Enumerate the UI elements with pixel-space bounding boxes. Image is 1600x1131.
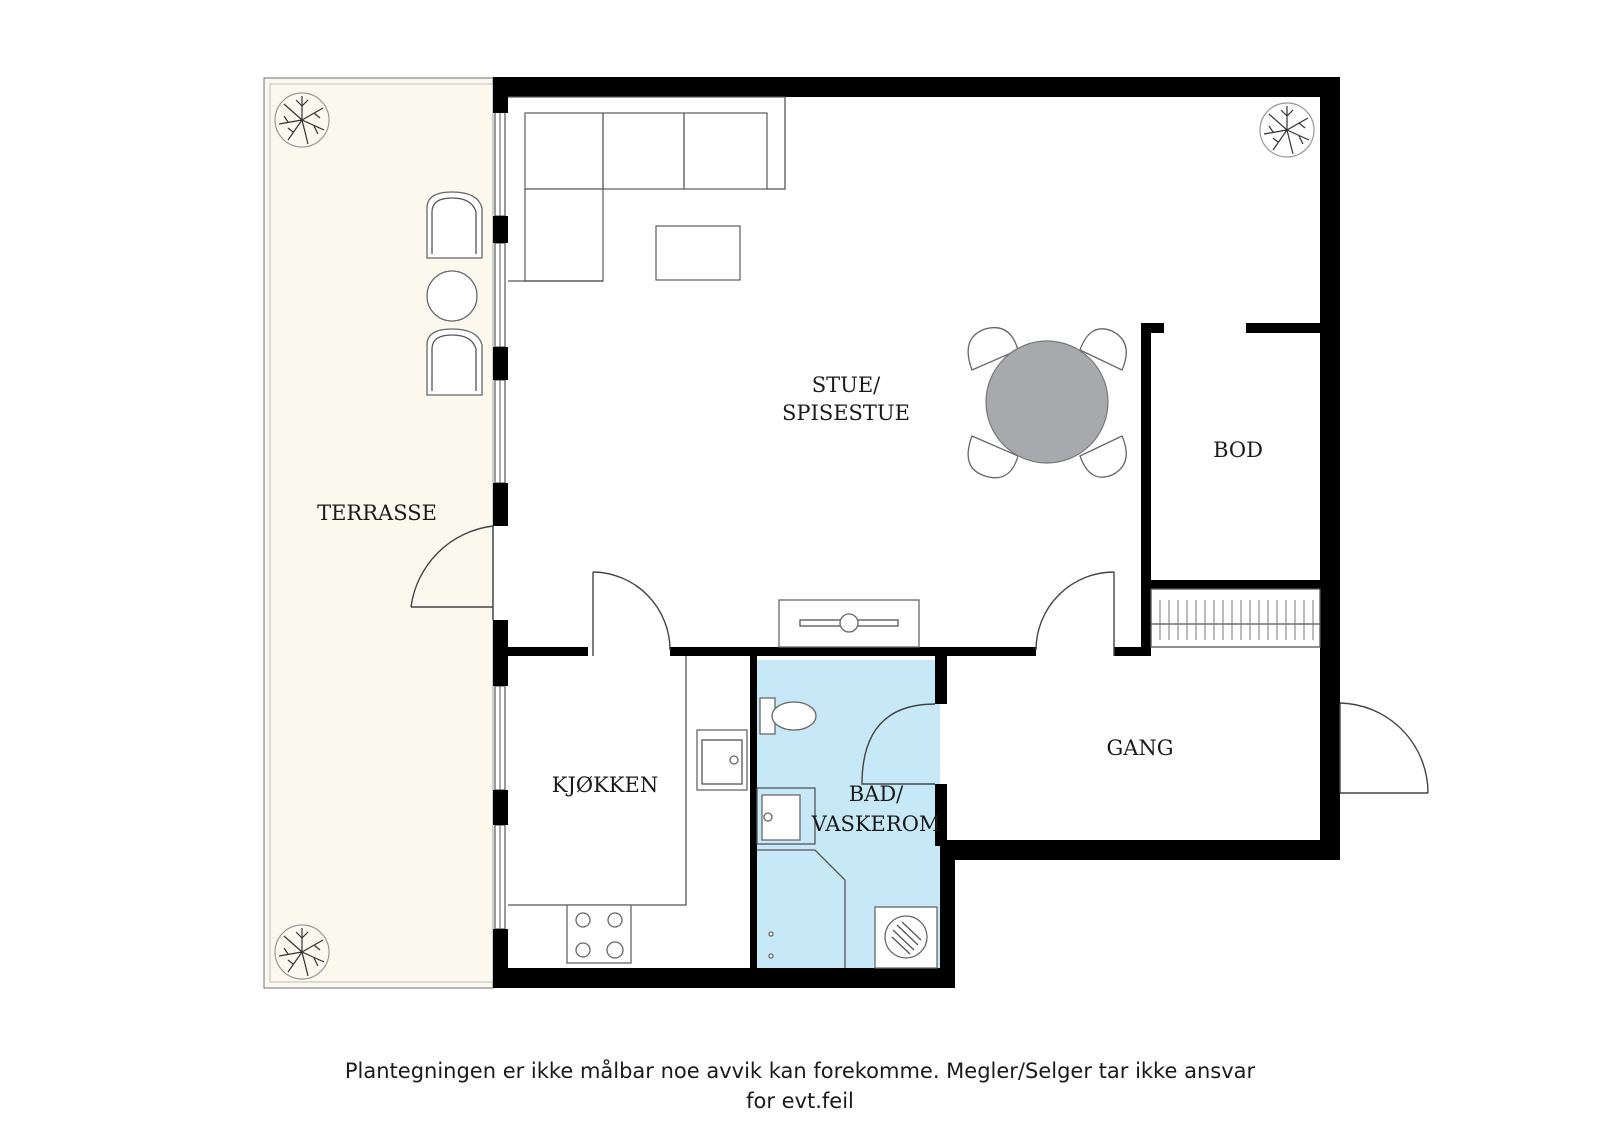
room-label-gang: GANG — [1106, 736, 1173, 760]
walls — [493, 77, 1340, 988]
entrance-door[interactable] — [1339, 702, 1429, 794]
terrace-chair — [426, 328, 483, 396]
hallway-door[interactable] — [1035, 571, 1115, 656]
kitchen-counter — [508, 656, 748, 964]
plant-icon — [274, 92, 330, 148]
plant-icon — [274, 924, 330, 980]
toilet — [759, 697, 817, 735]
closet-rail — [1150, 588, 1321, 648]
washing-machine — [874, 906, 938, 969]
closet-hangers — [1159, 600, 1314, 640]
terrace-door[interactable] — [410, 525, 494, 620]
room-label-bad-line1: BAD/ — [849, 782, 904, 806]
bathroom-door[interactable] — [861, 703, 936, 785]
sofa — [508, 96, 786, 282]
kitchen-door[interactable] — [592, 571, 671, 656]
plant-icon — [1259, 102, 1315, 158]
terrace-chair — [426, 191, 483, 259]
disclaimer: Plantegningen er ikke målbar noe avvik k… — [0, 1056, 1600, 1116]
terrace-table — [426, 270, 478, 322]
coffee-table — [655, 225, 741, 281]
room-label-stue-line2: SPISESTUE — [782, 401, 910, 425]
stove-unit — [778, 599, 920, 648]
window — [494, 685, 506, 791]
shower — [757, 849, 846, 968]
disclaimer-line-2: for evt.feil — [746, 1089, 854, 1113]
room-label-bod: BOD — [1213, 438, 1263, 462]
room-label-bad-line2: VASKEROM — [811, 812, 941, 836]
room-label-stue-line1: STUE/ — [812, 373, 881, 397]
window — [494, 824, 506, 930]
bathroom-sink — [756, 787, 816, 845]
disclaimer-line-1: Plantegningen er ikke målbar noe avvik k… — [344, 1059, 1256, 1083]
window — [494, 111, 506, 217]
window — [494, 379, 506, 484]
room-label-kjokken: KJØKKEN — [552, 773, 658, 797]
window — [494, 242, 506, 348]
dining-chair — [967, 327, 1127, 479]
room-label-terrasse: TERRASSE — [317, 501, 437, 525]
dining-table — [985, 340, 1109, 464]
